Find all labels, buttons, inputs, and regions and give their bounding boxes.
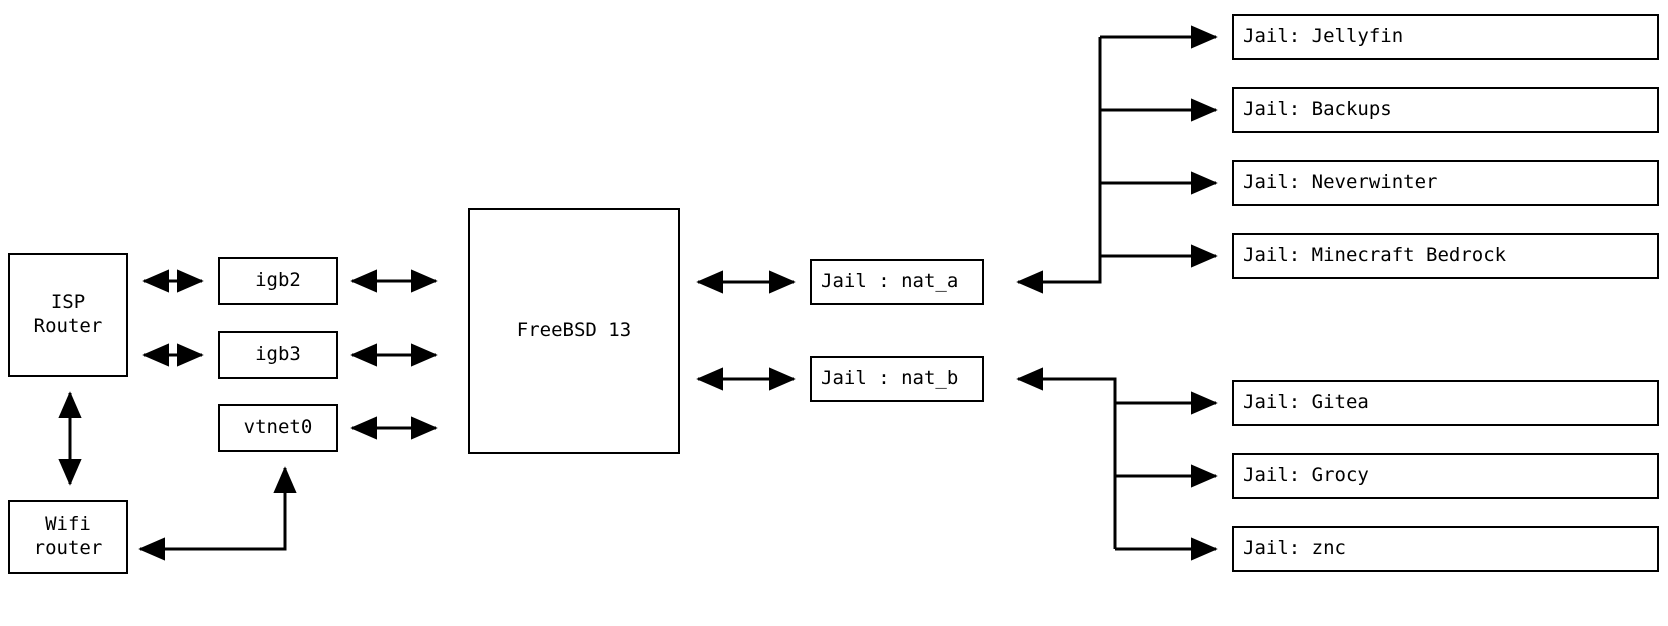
node-jail-grocy[interactable]: Jail: Grocy: [1232, 453, 1659, 499]
node-jail-znc-label: Jail: znc: [1243, 537, 1346, 560]
node-igb3-label: igb3: [255, 343, 301, 366]
node-wifi-router[interactable]: Wifi router: [8, 500, 128, 574]
node-jail-neverwinter[interactable]: Jail: Neverwinter: [1232, 160, 1659, 206]
edge-vtnet0-to-wifi-router: [138, 466, 297, 561]
node-jail-gitea[interactable]: Jail: Gitea: [1232, 380, 1659, 426]
node-igb2[interactable]: igb2: [218, 257, 338, 305]
node-jail-backups[interactable]: Jail: Backups: [1232, 87, 1659, 133]
node-jail-nat-a[interactable]: Jail : nat_a: [810, 259, 984, 305]
node-isp-router-label: ISP Router: [33, 291, 103, 337]
node-freebsd-host[interactable]: FreeBSD 13: [468, 208, 680, 454]
node-jail-jellyfin-label: Jail: Jellyfin: [1243, 25, 1404, 48]
edge-nat-b-trunk: [1016, 367, 1117, 549]
node-jail-minecraft-bedrock-label: Jail: Minecraft Bedrock: [1243, 244, 1507, 267]
node-freebsd-host-label: FreeBSD 13: [516, 319, 632, 342]
edge-nat-a-trunk: [1016, 37, 1102, 294]
node-jail-jellyfin[interactable]: Jail: Jellyfin: [1232, 14, 1659, 60]
node-jail-gitea-label: Jail: Gitea: [1243, 391, 1369, 414]
node-jail-neverwinter-label: Jail: Neverwinter: [1243, 171, 1438, 194]
node-wifi-router-label: Wifi router: [33, 513, 103, 559]
node-jail-minecraft-bedrock[interactable]: Jail: Minecraft Bedrock: [1232, 233, 1659, 279]
node-jail-grocy-label: Jail: Grocy: [1243, 464, 1369, 487]
node-igb3[interactable]: igb3: [218, 331, 338, 379]
node-jail-nat-a-label: Jail : nat_a: [821, 270, 959, 293]
node-vtnet0[interactable]: vtnet0: [218, 404, 338, 452]
node-jail-backups-label: Jail: Backups: [1243, 98, 1392, 121]
node-igb2-label: igb2: [255, 269, 301, 292]
node-isp-router[interactable]: ISP Router: [8, 253, 128, 377]
node-vtnet0-label: vtnet0: [243, 416, 313, 439]
node-jail-nat-b[interactable]: Jail : nat_b: [810, 356, 984, 402]
node-jail-nat-b-label: Jail : nat_b: [821, 367, 959, 390]
node-jail-znc[interactable]: Jail: znc: [1232, 526, 1659, 572]
